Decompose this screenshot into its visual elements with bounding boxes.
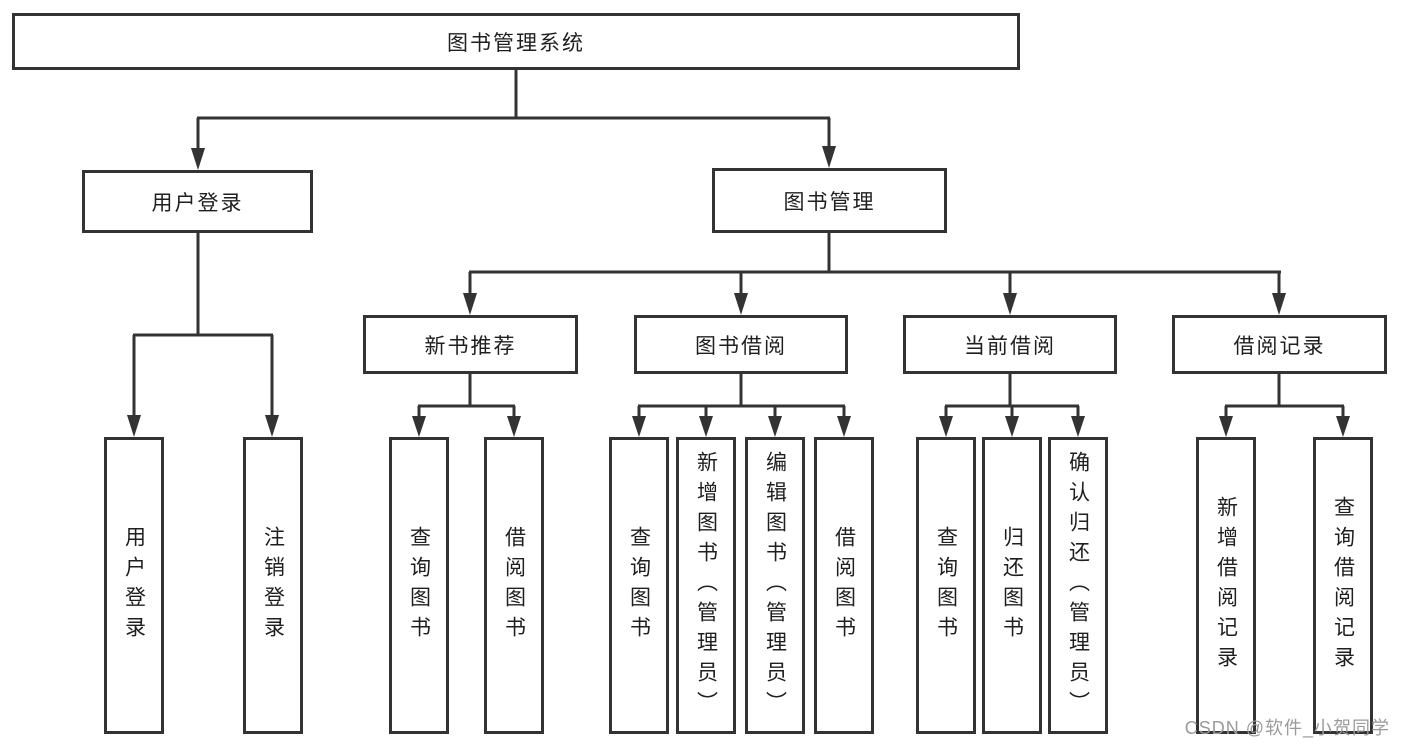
leaf-return-book: 归还图书 xyxy=(982,437,1042,734)
leaf-borrow-book: 借阅图书 xyxy=(814,437,874,734)
leaf-label: 归还图书 xyxy=(1000,525,1024,646)
leaf-label: 借阅图书 xyxy=(502,525,526,646)
arrowheads-level3 xyxy=(463,293,1286,315)
arrowheads-newbook-leaves xyxy=(412,416,521,437)
node-book-management: 图书管理 xyxy=(712,168,947,233)
connector-userlogin-to-leaves xyxy=(132,233,274,417)
leaf-add-book-admin: 新增图书（管理员） xyxy=(676,437,736,734)
arrowheads-userlogin-leaves xyxy=(127,415,279,437)
leaf-query-borrow-record: 查询借阅记录 xyxy=(1313,437,1373,734)
connector-newbook-to-leaves xyxy=(417,374,516,419)
leaf-borrow-book: 借阅图书 xyxy=(484,437,544,734)
node-book-borrow: 图书借阅 xyxy=(634,315,848,374)
node-root-system: 图书管理系统 xyxy=(12,13,1020,70)
leaf-add-borrow-record: 新增借阅记录 xyxy=(1196,437,1256,734)
leaf-label: 编辑图书（管理员） xyxy=(763,450,787,721)
leaf-query-book: 查询图书 xyxy=(609,437,669,734)
leaf-label: 查询图书 xyxy=(407,525,431,646)
connector-bookmgmt-to-level3 xyxy=(468,233,1281,295)
leaf-label: 确认归还（管理员） xyxy=(1066,450,1090,721)
connector-bookborrow-to-leaves xyxy=(637,374,846,419)
leaf-label: 查询图书 xyxy=(627,525,651,646)
arrowheads-level2 xyxy=(191,146,836,170)
leaf-label: 新增借阅记录 xyxy=(1214,495,1238,676)
leaf-label: 用户登录 xyxy=(122,525,146,646)
leaf-edit-book-admin: 编辑图书（管理员） xyxy=(745,437,805,734)
arrowheads-borrowrecord-leaves xyxy=(1219,416,1350,437)
leaf-logout: 注销登录 xyxy=(243,437,303,734)
leaf-label: 注销登录 xyxy=(261,525,285,646)
csdn-watermark: CSDN @软件_小贺同学 xyxy=(1184,718,1390,738)
node-borrow-record: 借阅记录 xyxy=(1172,315,1387,374)
leaf-label: 借阅图书 xyxy=(832,525,856,646)
leaf-user-login: 用户登录 xyxy=(104,437,164,734)
leaf-query-book: 查询图书 xyxy=(916,437,976,734)
arrowheads-bookborrow-leaves xyxy=(632,416,851,437)
leaf-query-book: 查询图书 xyxy=(389,437,449,734)
leaf-label: 新增图书（管理员） xyxy=(694,450,718,721)
node-current-borrow: 当前借阅 xyxy=(903,315,1117,374)
connector-currentborrow-to-leaves xyxy=(944,374,1080,419)
leaf-label: 查询借阅记录 xyxy=(1331,495,1355,676)
node-user-login: 用户登录 xyxy=(82,170,313,233)
arrowheads-currentborrow-leaves xyxy=(939,416,1085,437)
connector-root-to-level2 xyxy=(196,70,831,150)
leaf-confirm-return-admin: 确认归还（管理员） xyxy=(1048,437,1108,734)
leaf-label: 查询图书 xyxy=(934,525,958,646)
node-new-book-recommend: 新书推荐 xyxy=(363,315,578,374)
connector-borrowrecord-to-leaves xyxy=(1224,374,1345,419)
